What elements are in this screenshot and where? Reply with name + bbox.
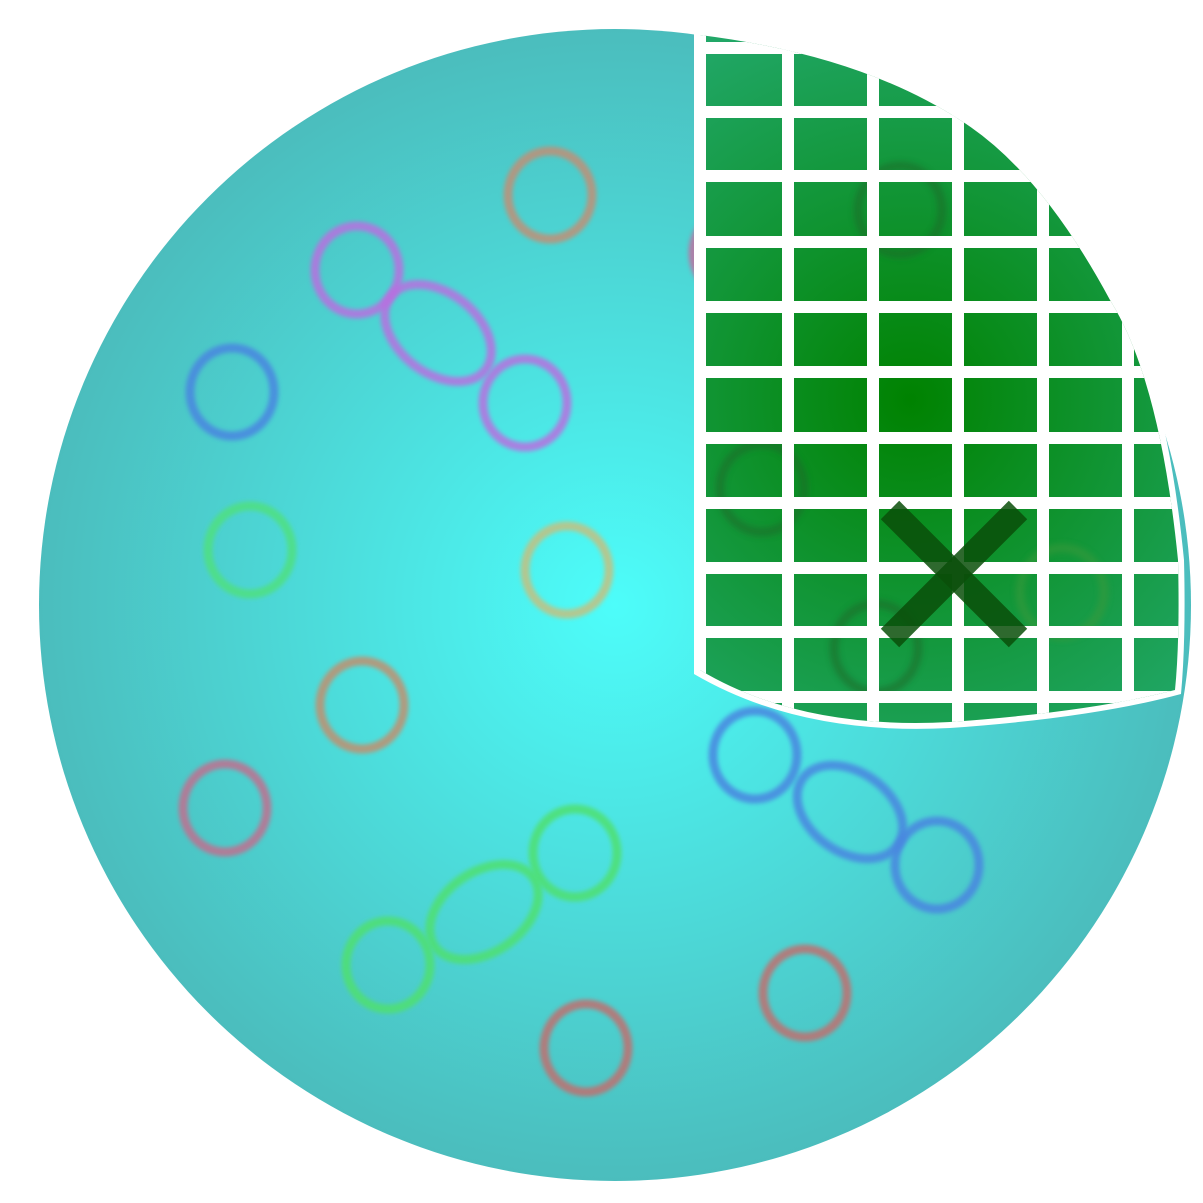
particle-ring (315, 656, 409, 754)
particle-ring (425, 859, 543, 965)
particle-ring (341, 916, 435, 1014)
particle-ring (178, 759, 272, 857)
particle-ring (478, 354, 572, 452)
x-mark-stroke-2 (880, 500, 1028, 648)
particle-ring (310, 221, 404, 319)
x-mark-icon (880, 500, 1028, 648)
inner-particle-ring (853, 161, 947, 259)
particle-ring (890, 816, 984, 914)
particle-ring (503, 146, 597, 244)
particle-layer (178, 146, 984, 1097)
particle-ring (185, 343, 279, 441)
particle-ring (539, 999, 633, 1097)
cutaway-grid-icon (694, 28, 1185, 729)
particle-ring (380, 279, 496, 387)
particle-ring (203, 501, 297, 599)
particle-ring (708, 706, 802, 804)
particle-ring (528, 804, 622, 902)
particle-ring (520, 521, 614, 619)
particle-ring (758, 944, 852, 1042)
